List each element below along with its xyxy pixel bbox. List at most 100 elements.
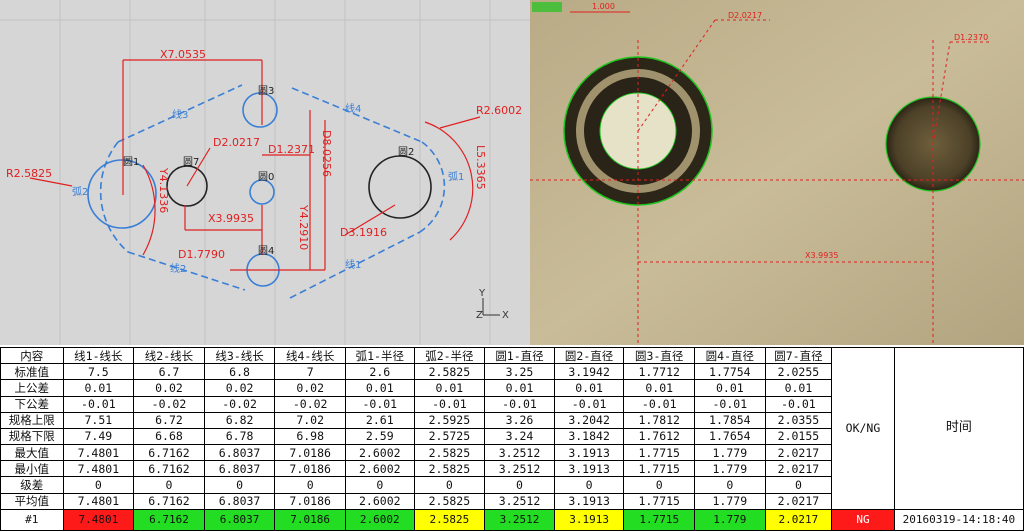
table-cell: 6.78 [203,427,276,446]
result-cell: 7.0186 [274,508,346,531]
okng-result: NG [831,508,895,531]
time-header: 时间 [893,347,1024,510]
table-cell: 0 [274,476,346,494]
table-cell: 7.0186 [274,460,346,478]
table-cell: 0.01 [484,379,555,397]
row-label: 最小值 [0,460,64,478]
table-cell: 7.51 [62,411,135,429]
table-cell: 3.25 [484,363,555,381]
cad-label-d2-0217: D2.0217 [213,136,260,149]
table-cell: -0.01 [553,395,625,413]
circle-1 [87,159,157,229]
column-header: 内容 [0,346,64,365]
table-cell: 1.7812 [623,411,696,429]
row-label: 下公差 [0,395,64,413]
table-cell: 2.5925 [413,411,486,429]
table-cell: 7.0186 [274,444,346,462]
scale-bar-label: 1.000 [592,2,615,11]
result-cell: 7.4801 [62,508,135,531]
table-cell: 2.0255 [764,363,833,381]
table-cell: 0 [553,476,625,494]
axis-z-label: Z [476,310,483,321]
table-cell: 2.5825 [413,363,486,381]
cad-label-circle7: 圆7 [183,156,199,168]
table-cell: 6.8037 [203,444,276,462]
table-cell: 0.01 [694,379,766,397]
table-cell: 2.5825 [413,460,486,478]
column-header: 圆3-直径 [623,346,696,365]
table-cell: 3.2042 [553,411,625,429]
table-cell: -0.02 [133,395,205,413]
cad-label-line4: 线4 [345,102,361,115]
circle-7 [166,165,208,207]
row-label: 上公差 [0,379,64,397]
table-cell: 6.7162 [133,492,205,510]
row-label: 标准值 [0,363,64,381]
table-cell: 0.02 [274,379,346,397]
cad-label-x7: X7.0535 [160,48,206,61]
table-cell: 7.4801 [62,460,135,478]
table-cell: 0 [484,476,555,494]
camera-image-view[interactable]: D2.0217 D1.2370 X3.9935 1.000 [530,0,1024,345]
cad-label-d8: D8.0256 [320,130,333,177]
table-cell: -0.01 [484,395,555,413]
table-cell: 2.6002 [344,444,415,462]
table-cell: 1.7715 [623,492,696,510]
table-cell: 0 [694,476,766,494]
table-cell: 1.779 [694,492,766,510]
row-label: 最大值 [0,444,64,462]
cad-label-d1-2371: D1.2371 [268,143,315,156]
column-header: 线1-线长 [62,346,135,365]
table-cell: 0 [764,476,833,494]
cad-label-x3-9935: X3.9935 [208,212,254,225]
table-cell: 1.7715 [623,460,696,478]
column-header: 线4-线长 [274,346,346,365]
table-cell: 3.24 [484,427,555,446]
table-cell: 0 [413,476,486,494]
camera-label-d1: D2.0217 [728,11,762,20]
cad-drawing-view[interactable]: X7.0535 R2.5825 D2.0217 D1.2371 D8.0256 … [0,0,530,345]
table-cell: 0.01 [344,379,415,397]
cad-label-arc1: 弧1 [448,170,464,183]
table-cell: 3.2512 [484,492,555,510]
result-cell: 3.1913 [553,508,625,531]
table-cell: 3.1913 [553,460,625,478]
table-cell: 3.2512 [484,444,555,462]
table-cell: 2.6 [344,363,415,381]
table-cell: 2.5825 [413,444,486,462]
table-cell: 1.7854 [694,411,766,429]
column-header: 弧1-半径 [344,346,415,365]
camera-label-d2: D1.2370 [954,33,988,42]
column-header: 圆2-直径 [553,346,625,365]
table-cell: 1.779 [694,444,766,462]
cad-label-r2-5825: R2.5825 [6,167,52,180]
cad-dimensions [29,59,481,271]
table-cell: 7.02 [274,411,346,429]
scale-marker [532,2,562,12]
table-cell: 0 [203,476,276,494]
table-cell: 6.72 [133,411,205,429]
row-label: 平均值 [0,492,64,510]
cad-grid [0,0,530,345]
table-cell: 3.1913 [553,492,625,510]
table-cell: 7.0186 [274,492,346,510]
table-cell: 3.2512 [484,460,555,478]
table-cell: 3.1913 [553,444,625,462]
result-cell: 1.7715 [623,508,696,531]
table-cell: 2.0217 [764,492,833,510]
cad-label-circle3: 圆3 [258,85,274,97]
cad-label-circle0: 圆0 [258,171,274,183]
table-cell: -0.01 [62,395,135,413]
column-header: 圆1-直径 [484,346,555,365]
table-cell: 0.01 [623,379,696,397]
axis-x-label: X [502,310,509,321]
table-cell: 0.01 [413,379,486,397]
cad-label-d1-7790: D1.7790 [178,248,225,261]
table-cell: 0 [62,476,135,494]
table-cell: 6.7162 [133,444,205,462]
